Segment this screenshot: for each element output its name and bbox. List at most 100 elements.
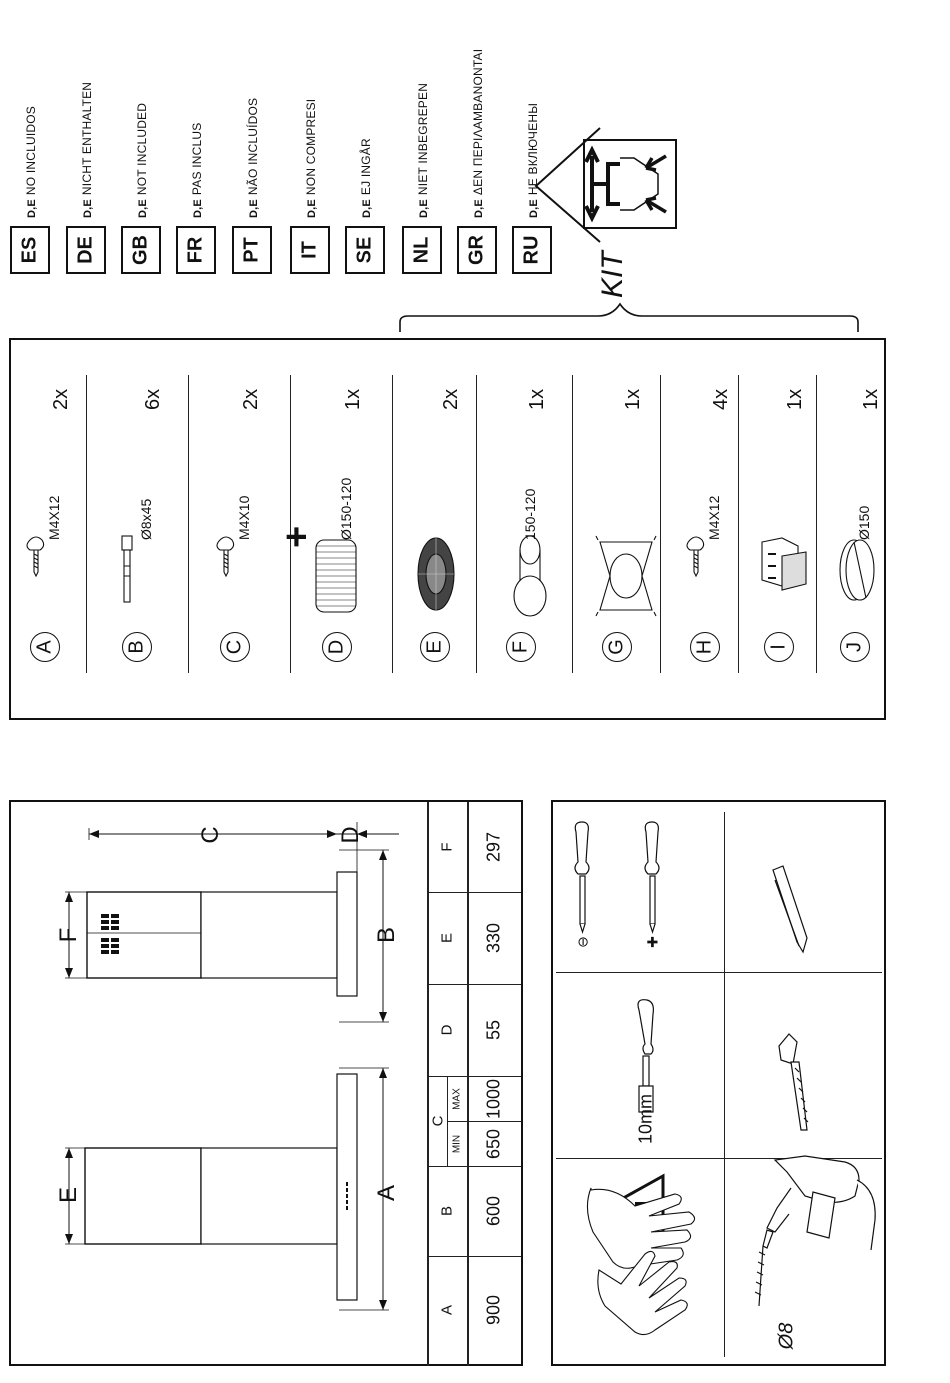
pencil-icon [772, 865, 808, 954]
kit-item-i-letter: I [764, 632, 794, 662]
kit-contents-panel [9, 338, 886, 720]
kit-item-b-letter: B [122, 632, 152, 662]
kit-item-h-qty: 4x [710, 388, 732, 410]
valve-icon [839, 539, 875, 601]
lang-not-included-text: D,EΔΕΝ ΠΕΡΙΛΑΜΒΑΝΟΝΤΑΙ [471, 48, 485, 218]
lang-code-it: IT [290, 226, 330, 274]
kit-item-f-qty: 1x [526, 388, 548, 410]
tools-drawings [574, 821, 876, 1336]
lang-code-es: ES [10, 226, 50, 274]
table-line [447, 1076, 448, 1166]
kit-row-divider [660, 375, 661, 673]
kit-item-c-qty: 2x [240, 388, 262, 410]
kit-item-c-spec: M4X10 [236, 495, 252, 540]
drill-icon [754, 1155, 876, 1307]
saw-icon [778, 1033, 809, 1131]
lang-code-se: SE [345, 226, 385, 274]
flat-screwdriver-icon [574, 821, 590, 935]
kit-item-d-spec: Ø150-120 [338, 477, 354, 540]
kit-item-h-spec: M4X12 [706, 495, 722, 540]
plus-sign: + [276, 525, 318, 548]
table-line [427, 892, 521, 893]
table-header-e: E [438, 932, 456, 944]
gloves-icon [586, 1187, 696, 1336]
kit-item-j-letter: J [840, 632, 870, 662]
phillips-screwdriver-symbol: ✚ [644, 936, 661, 948]
kit-item-h-letter: H [690, 632, 720, 662]
table-value-e: 330 [483, 922, 504, 954]
kit-brace [399, 302, 859, 332]
lang-code-ru: RU [512, 226, 552, 274]
kit-label: KIT [596, 251, 629, 298]
lang-code-gr: GR [457, 226, 497, 274]
kit-item-f-spec: 150-120 [522, 488, 538, 540]
table-header-b: B [438, 1205, 456, 1217]
lang-code-pt: PT [232, 226, 272, 274]
lang-not-included-text: D,ENICHT ENTHALTEN [80, 81, 94, 218]
wrench-size-label: 10mm [635, 1093, 656, 1145]
kit-item-j-qty: 1x [860, 388, 882, 410]
lang-not-included-text: D,ENÃO INCLUÍDOS [246, 97, 260, 218]
kit-item-d-qty: 1x [342, 388, 364, 410]
kit-row-divider [816, 375, 817, 673]
table-value-a: 900 [483, 1294, 504, 1326]
kit-item-b-spec: Ø8x45 [138, 498, 154, 540]
dim-label-c: C [197, 826, 224, 844]
kit-item-f-letter: F [506, 632, 536, 662]
hood-dimension-diagram [65, 822, 399, 1311]
hood-installation-icon [534, 127, 677, 243]
kit-item-i-qty: 1x [784, 388, 806, 410]
table-value-b: 600 [483, 1195, 504, 1227]
flat-screwdriver-symbol: ⊖ [574, 936, 591, 948]
table-line [427, 802, 429, 1366]
screw-icon [686, 536, 705, 578]
phillips-screwdriver-icon [644, 821, 660, 935]
lang-not-included-text: D,EPAS INCLUS [190, 122, 204, 218]
kit-item-a-letter: A [30, 632, 60, 662]
table-line [427, 1256, 521, 1257]
dim-label-b: B [373, 926, 400, 944]
drill-size-label: Ø8 [775, 1322, 798, 1350]
kit-row-divider [476, 375, 477, 673]
tools-panel [551, 800, 886, 1366]
kit-row-divider [86, 375, 87, 673]
table-line [467, 802, 469, 1366]
kit-item-e-qty: 2x [440, 388, 462, 410]
kit-item-j-spec: Ø150 [856, 505, 872, 540]
kit-item-d-letter: D [322, 632, 352, 662]
table-header-a: A [438, 1304, 456, 1316]
lang-not-included-text: D,ENIET INBEGREPEN [416, 82, 430, 218]
table-value-c-max: 1000 [483, 1078, 504, 1119]
dimensions-panel [9, 800, 523, 1366]
table-line [447, 1121, 521, 1122]
kit-row-divider [392, 375, 393, 673]
tools-divider [556, 1158, 882, 1159]
lang-not-included-text: D,ENOT INCLUDED [135, 102, 149, 218]
wall-plug-icon [121, 535, 133, 603]
kit-row-divider [188, 375, 189, 673]
table-line [427, 984, 521, 985]
lang-not-included-text: D,EEJ INGÅR [359, 138, 373, 218]
table-line [427, 1076, 521, 1077]
bracket-icon [595, 535, 657, 617]
kit-row-divider [738, 375, 739, 673]
table-header-c: C [429, 1115, 447, 1127]
lang-code-gb: GB [121, 226, 161, 274]
kit-item-g-letter: G [602, 632, 632, 662]
dim-label-d: D [337, 826, 364, 844]
dim-label-f: F [55, 927, 82, 943]
table-subheader-min: MIN [451, 1134, 463, 1153]
kit-item-e-letter: E [420, 632, 450, 662]
table-header-f: F [438, 842, 456, 852]
flexible-duct-icon [315, 539, 357, 613]
table-value-c-min: 650 [483, 1128, 504, 1159]
kit-item-b-qty: 6x [142, 388, 164, 410]
kit-item-a-qty: 2x [50, 388, 72, 410]
table-header-d: D [438, 1024, 456, 1036]
tools-divider [556, 972, 882, 973]
table-value-f: 297 [483, 831, 504, 863]
tools-divider [724, 812, 725, 1357]
grease-filter-icon [417, 537, 455, 611]
lang-not-included-text: D,ENON COMPRESI [304, 98, 318, 218]
kit-row-divider [572, 375, 573, 673]
